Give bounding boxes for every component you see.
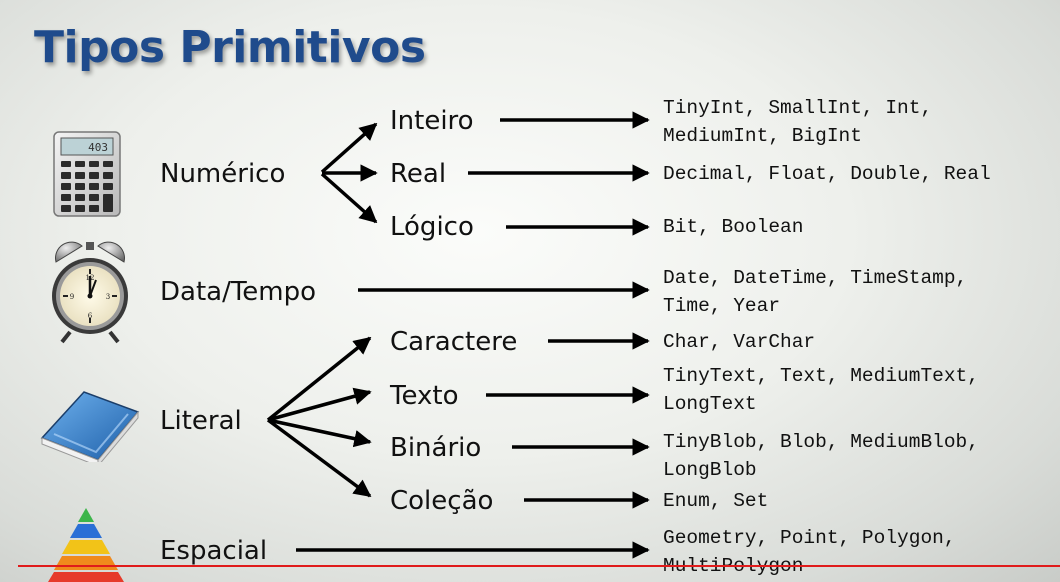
page-title: Tipos Primitivos: [34, 22, 426, 73]
values-line: TinyText, Text, MediumText,: [663, 365, 979, 387]
values-data-tempo: Date, DateTime, TimeStamp, Time, Year: [663, 264, 967, 320]
subtype-inteiro: Inteiro: [390, 106, 474, 136]
subtype-binario: Binário: [390, 433, 482, 463]
values-line: Enum, Set: [663, 490, 769, 512]
values-texto: TinyText, Text, MediumText, LongText: [663, 362, 979, 418]
arrow-literal-binario: [267, 418, 372, 448]
red-progress-line: [18, 565, 1060, 567]
values-caractere: Char, VarChar: [663, 328, 815, 356]
values-real: Decimal, Float, Double, Real: [663, 160, 991, 188]
values-line: Time, Year: [663, 295, 781, 317]
category-espacial: Espacial: [160, 536, 268, 566]
subtype-caractere: Caractere: [390, 327, 518, 357]
subtype-texto: Texto: [390, 381, 459, 411]
svg-text:3: 3: [106, 293, 110, 301]
values-line: Geometry, Point, Polygon,: [663, 527, 956, 549]
values-line: TinyBlob, Blob, MediumBlob,: [663, 431, 979, 453]
subtype-colecao: Coleção: [390, 486, 494, 516]
calculator-display: 403: [88, 141, 108, 154]
values-line: Decimal, Float, Double, Real: [663, 163, 991, 185]
values-logico: Bit, Boolean: [663, 213, 803, 241]
svg-text:6: 6: [88, 312, 93, 320]
category-data-tempo: Data/Tempo: [160, 277, 317, 307]
values-binario: TinyBlob, Blob, MediumBlob, LongBlob: [663, 428, 979, 484]
pyramid-icon: [48, 508, 124, 582]
subtype-logico: Lógico: [390, 212, 474, 242]
values-line: LongBlob: [663, 459, 757, 481]
arrow-numerico-inteiro: [320, 122, 378, 174]
subtype-real: Real: [390, 159, 447, 189]
values-colecao: Enum, Set: [663, 487, 768, 515]
svg-text:9: 9: [70, 293, 74, 301]
values-line: TinyInt, SmallInt, Int,: [663, 97, 933, 119]
book-icon: [40, 391, 140, 462]
arrow-numerico-logico: [320, 172, 378, 224]
calculator-icon: 403: [53, 131, 121, 217]
arrow-literal-texto: [267, 387, 372, 422]
alarm-clock-icon: 12693: [52, 241, 128, 344]
values-inteiro: TinyInt, SmallInt, Int, MediumInt, BigIn…: [663, 94, 932, 150]
values-line: Date, DateTime, TimeStamp,: [663, 267, 968, 289]
category-numerico: Numérico: [160, 159, 286, 189]
values-line: MediumInt, BigInt: [663, 125, 862, 147]
values-line: LongText: [663, 393, 757, 415]
category-literal: Literal: [160, 406, 242, 436]
values-line: Bit, Boolean: [663, 216, 804, 238]
arrow-literal-caractere: [266, 336, 372, 422]
arrow-literal-colecao: [266, 418, 372, 498]
values-line: Char, VarChar: [663, 331, 816, 353]
values-espacial: Geometry, Point, Polygon, MultiPolygon: [663, 524, 956, 580]
